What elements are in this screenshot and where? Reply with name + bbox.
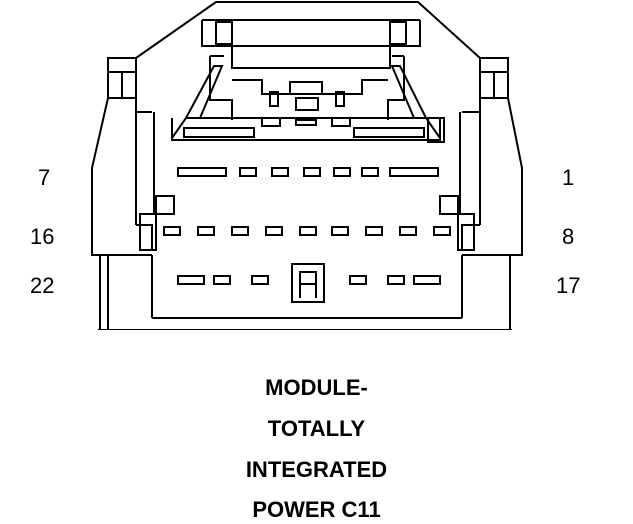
caption-line-1: MODULE-: [265, 375, 368, 400]
pin-cavity: [389, 167, 439, 177]
pin-cavity: [231, 226, 249, 236]
pin-label-16: 16: [30, 224, 55, 249]
pin-label-17: 17: [556, 273, 581, 298]
pin-cavity: [251, 275, 269, 285]
pin-cavity: [213, 275, 231, 285]
pin-cavity: [271, 167, 289, 177]
pin-cavity: [333, 167, 351, 177]
connector-diagram: [91, 0, 523, 330]
pin-cavity: [265, 226, 283, 236]
pin-cavity: [197, 226, 215, 236]
pin-label-1: 1: [562, 165, 575, 190]
pin-cavity: [331, 226, 349, 236]
pin-cavity: [433, 226, 451, 236]
pin-cavity: [177, 275, 205, 285]
connector-housing: [91, 0, 523, 330]
pin-cavity: [349, 275, 367, 285]
pin-cavity: [239, 167, 257, 177]
side-latch-left: [107, 71, 175, 251]
pin-row-2: [163, 226, 451, 236]
pin-cavity: [163, 226, 181, 236]
top-lock-tab: [171, 19, 445, 143]
polarization-key: [291, 263, 325, 303]
pin-cavity: [303, 167, 321, 177]
housing-inner-outline: [135, 58, 481, 250]
pin-cavity: [365, 226, 383, 236]
pin-cavity: [413, 275, 441, 285]
pin-label-8: 8: [562, 224, 575, 249]
pin-cavity: [387, 275, 405, 285]
pin-row-3: [177, 275, 441, 285]
pin-cavity: [177, 167, 227, 177]
caption-line-3: INTEGRATED: [245, 457, 388, 482]
pin-cavity: [299, 226, 317, 236]
side-latch-right: [439, 71, 509, 251]
caption-line-2: TOTALLY: [267, 416, 366, 441]
pin-cavity: [399, 226, 417, 236]
pin-label-7: 7: [38, 165, 51, 190]
pin-label-22: 22: [30, 273, 55, 298]
pin-cavity: [361, 167, 379, 177]
caption-line-4: POWER C11: [252, 497, 381, 522]
pin-row-1: [177, 167, 439, 177]
